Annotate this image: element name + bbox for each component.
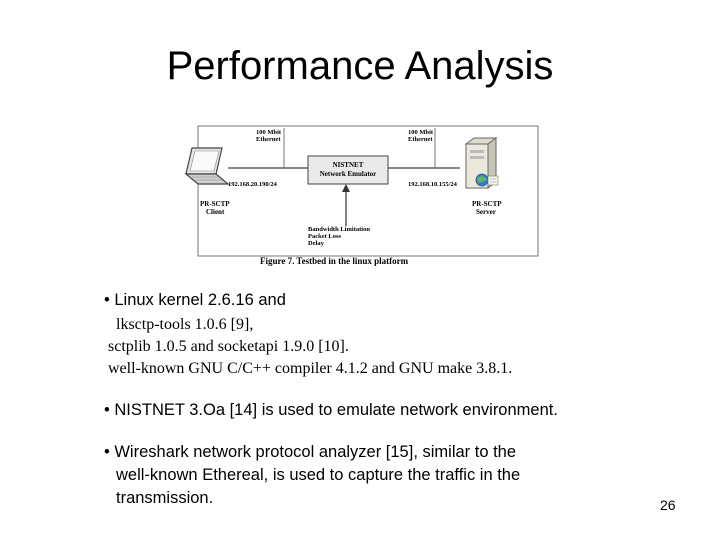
server-ip: 192.168.10.155/24: [408, 181, 458, 188]
figure-caption: Figure 7. Testbed in the linux platform: [260, 256, 409, 266]
left-link-type: Ethernet: [256, 136, 281, 143]
bullet-gnu-compiler: well-known GNU C/C++ compiler 4.1.2 and …: [108, 360, 513, 377]
bullet-lksctp-tools: lksctp-tools 1.0.6 [9],: [116, 316, 254, 333]
right-link-speed: 100 Mbit: [408, 129, 434, 136]
server-icon: [464, 137, 499, 189]
bullet-wireshark-2: well-known Ethereal, is used to capture …: [116, 466, 521, 484]
slide-title: Performance Analysis: [166, 44, 554, 88]
emulator-box: [307, 155, 389, 185]
right-link-type: Ethernet: [408, 136, 433, 143]
bullet-linux-kernel: • Linux kernel 2.6.16 and: [104, 291, 286, 309]
bullet-nistnet: • NISTNET 3.Oa [14] is used to emulate n…: [104, 401, 558, 419]
testbed-figure: 100 Mbit Ethernet 100 Mbit Ethernet NIST…: [170, 118, 550, 278]
control-bandwidth: Bandwidth Limitation: [308, 226, 370, 233]
control-packet-loss: Packet Loss: [308, 233, 342, 240]
client-label-2: Client: [206, 208, 225, 216]
control-delay: Delay: [308, 240, 325, 247]
page-number: 26: [660, 497, 676, 513]
left-link-speed: 100 Mbit: [256, 129, 282, 136]
testbed-frame: [197, 125, 539, 257]
server-label-2: Server: [476, 208, 496, 216]
testbed-diagram: 100 Mbit Ethernet 100 Mbit Ethernet NIST…: [184, 125, 539, 266]
client-ip: 192.168.20.190/24: [228, 181, 278, 188]
server-label-1: PR-SCTP: [472, 200, 502, 208]
bullet-wireshark-3: transmission.: [116, 489, 214, 507]
bullet-sctplib: sctplib 1.0.5 and socketapi 1.9.0 [10].: [108, 338, 349, 355]
emulator-name: NISTNET: [333, 161, 364, 169]
bullet-wireshark-1: • Wireshark network protocol analyzer [1…: [104, 443, 517, 461]
emulator-desc: Network Emulator: [320, 170, 377, 178]
control-arrow-head: [342, 184, 350, 192]
client-label-1: PR-SCTP: [200, 200, 230, 208]
laptop-icon: [184, 147, 230, 185]
